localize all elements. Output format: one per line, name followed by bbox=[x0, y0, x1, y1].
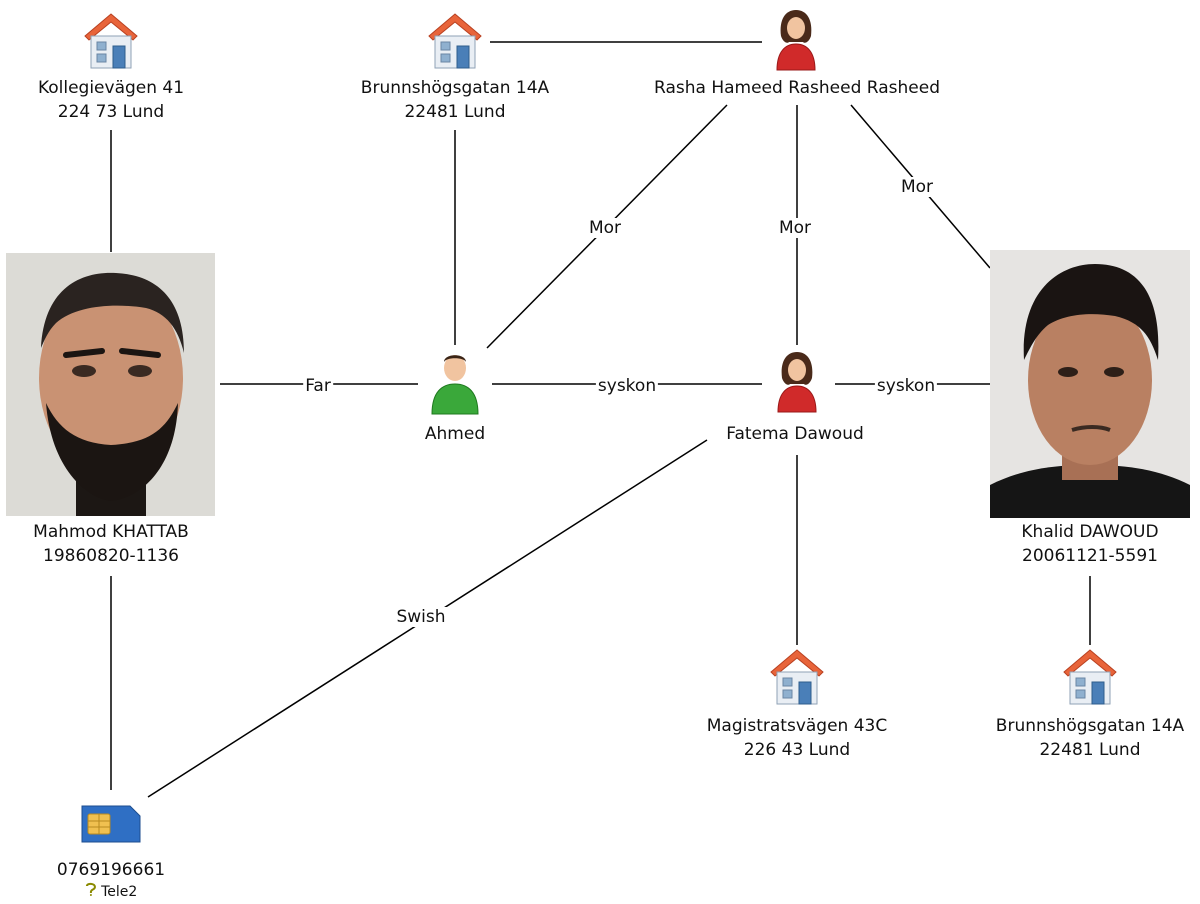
edge-label-syskon-1: syskon bbox=[595, 376, 659, 396]
female-person-icon bbox=[776, 10, 816, 71]
person-id: 19860820-1136 bbox=[43, 546, 179, 566]
sim-card-icon bbox=[81, 805, 141, 843]
person-name: Mahmod KHATTAB bbox=[33, 522, 189, 542]
edge-label-mor-khalid: Mor bbox=[898, 177, 936, 197]
person-name: Rasha Hameed Rasheed Rasheed bbox=[654, 78, 940, 98]
edge-label-mor-ahmed: Mor bbox=[586, 218, 624, 238]
male-person-icon bbox=[431, 355, 479, 415]
edge-label-mor-fatema: Mor bbox=[776, 218, 814, 238]
house-icon bbox=[428, 13, 482, 69]
address-line2: 22481 Lund bbox=[1039, 740, 1141, 760]
house-icon bbox=[770, 649, 824, 705]
operator-line: Tele2 bbox=[57, 882, 165, 901]
edge-label-swish: Swish bbox=[394, 607, 448, 627]
address-line1: Brunnshögsgatan 14A bbox=[995, 716, 1185, 736]
person-name: Khalid DAWOUD bbox=[1021, 522, 1159, 542]
house-icon bbox=[84, 13, 138, 69]
address-line1: Magistratsvägen 43C bbox=[706, 716, 888, 736]
edge-label-syskon-2: syskon bbox=[874, 376, 938, 396]
person-photo bbox=[6, 253, 215, 516]
person-name: Fatema Dawoud bbox=[726, 424, 864, 444]
person-name: Ahmed bbox=[424, 424, 486, 444]
address-line2: 224 73 Lund bbox=[57, 102, 165, 122]
address-line1: Kollegievägen 41 bbox=[37, 78, 185, 98]
address-line2: 226 43 Lund bbox=[743, 740, 851, 760]
female-person-icon bbox=[777, 352, 817, 413]
house-icon bbox=[1063, 649, 1117, 705]
person-photo bbox=[990, 250, 1190, 518]
edge-label-far: Far bbox=[303, 376, 333, 396]
person-id: 20061121-5591 bbox=[1022, 546, 1158, 566]
phone-number: 0769196661 bbox=[56, 860, 166, 880]
operator-name: Tele2 bbox=[101, 884, 138, 900]
address-line2: 22481 Lund bbox=[404, 102, 506, 122]
address-line1: Brunnshögsgatan 14A bbox=[360, 78, 550, 98]
operator-icon bbox=[85, 882, 96, 896]
